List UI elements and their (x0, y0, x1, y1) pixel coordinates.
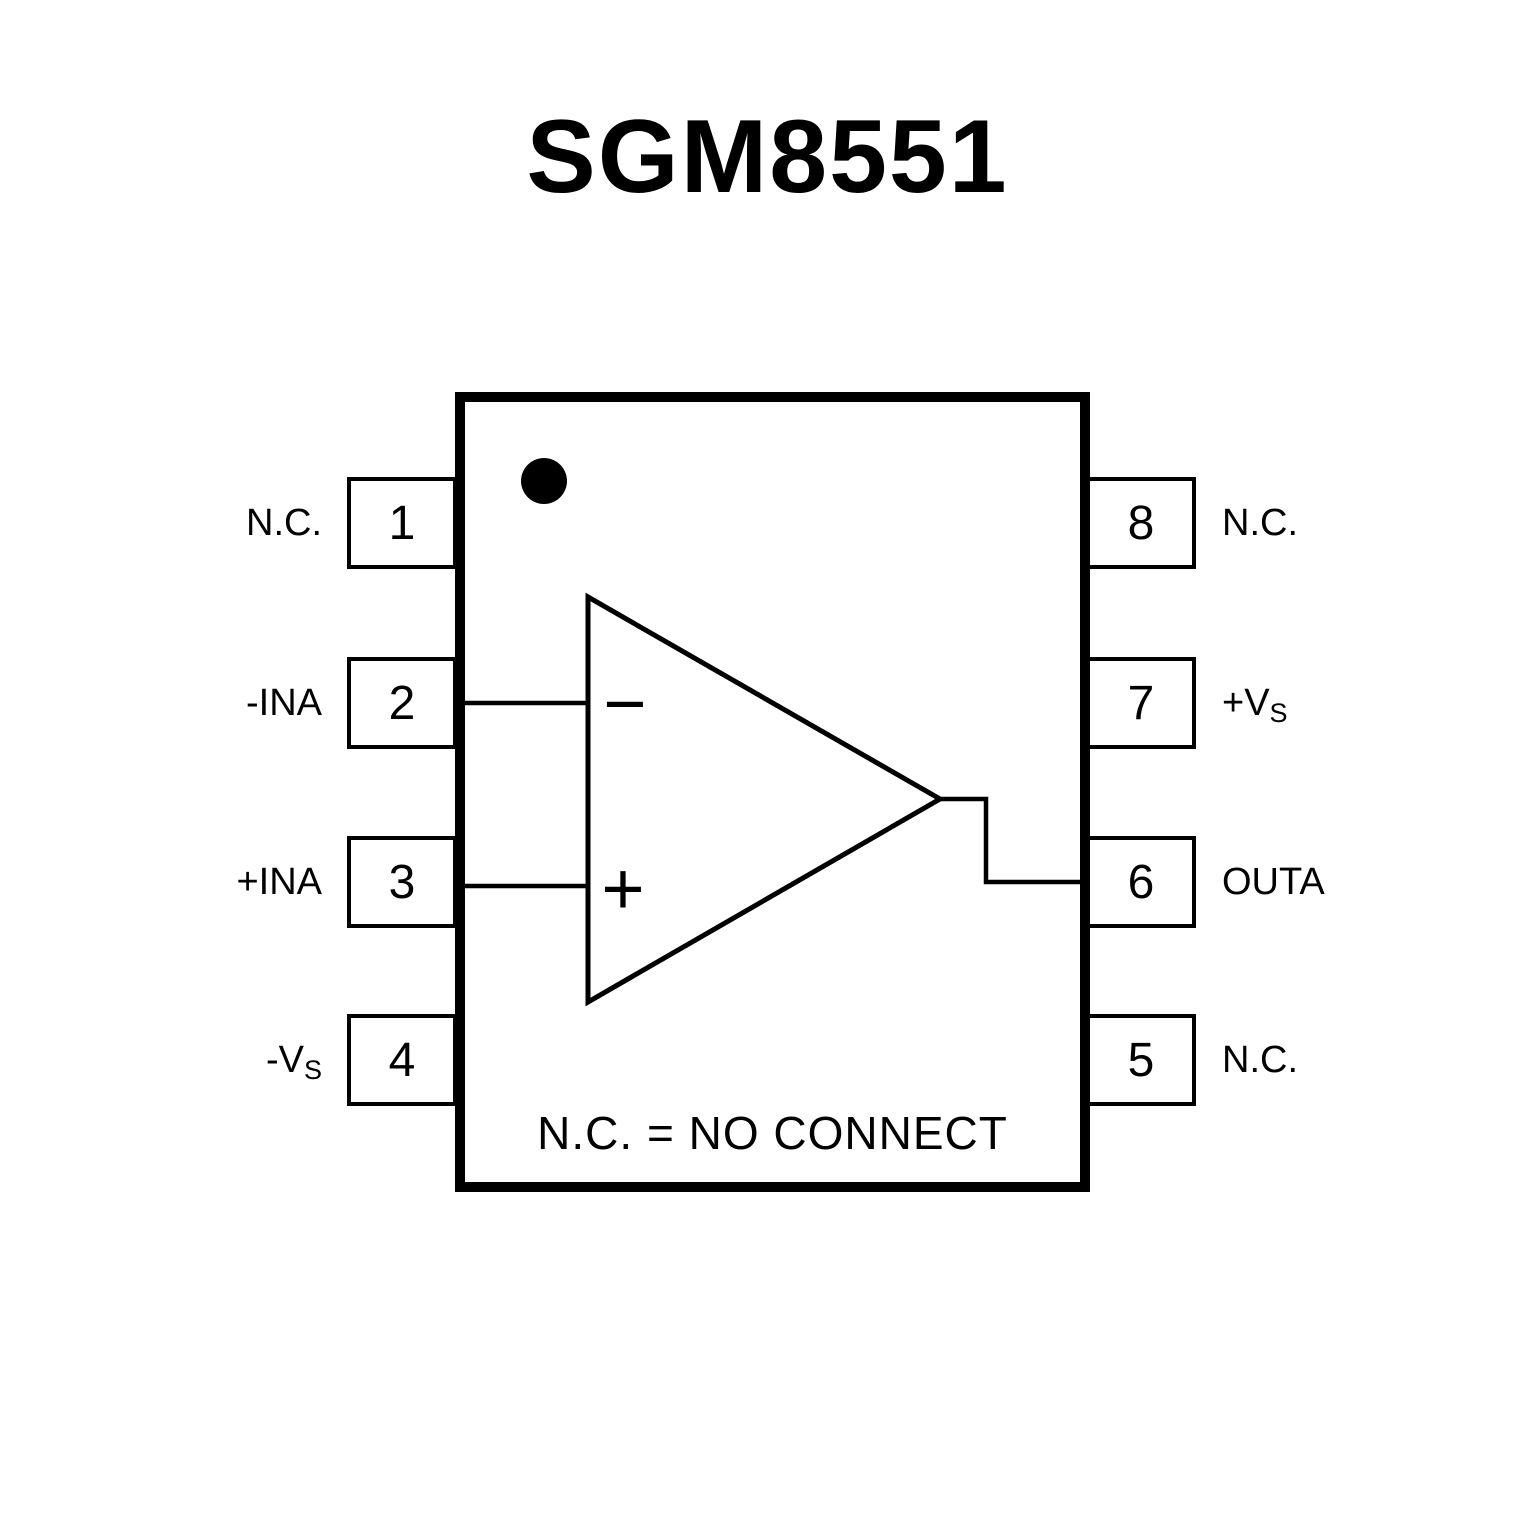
pin-label-2: -INA (60, 657, 322, 749)
pin-label-4-subscript: S (303, 1055, 322, 1085)
pin-box-6: 6 (1086, 836, 1196, 928)
pin-box-4: 4 (347, 1014, 457, 1106)
pin-number-4: 4 (388, 1033, 416, 1087)
pin-number-5: 5 (1127, 1033, 1155, 1087)
pin-label-3: +INA (60, 836, 322, 928)
pin-label-4-text: -V (265, 1039, 304, 1081)
pin-label-1-text: N.C. (246, 502, 322, 544)
pin-label-2-text: -INA (246, 682, 322, 724)
pin-label-7: +VS (1222, 657, 1512, 749)
pin-label-8-text: N.C. (1222, 502, 1298, 544)
pin-label-7-text: +V (1222, 682, 1270, 724)
pin-number-7: 7 (1127, 676, 1155, 730)
pin-number-3: 3 (388, 855, 416, 909)
page-title: SGM8551 (526, 99, 1009, 215)
opamp-triangle (585, 592, 946, 1007)
pin-box-2: 2 (347, 657, 457, 749)
pin-label-6: OUTA (1222, 836, 1512, 928)
pin-number-2: 2 (388, 676, 416, 730)
pin-label-7-subscript: S (1269, 698, 1288, 728)
pin-box-3: 3 (347, 836, 457, 928)
pin-label-5-text: N.C. (1222, 1039, 1298, 1081)
pin-label-6-text: OUTA (1222, 861, 1325, 903)
opamp-inverting-sign: − (603, 661, 647, 745)
pin1-indicator-dot (521, 458, 567, 504)
pin-label-5: N.C. (1222, 1014, 1512, 1106)
pin-label-3-text: +INA (236, 861, 322, 903)
pin-box-7: 7 (1086, 657, 1196, 749)
pin-label-4: -VS (60, 1014, 322, 1106)
pin-number-8: 8 (1127, 496, 1155, 550)
pin-number-6: 6 (1127, 855, 1155, 909)
pin-label-1: N.C. (60, 477, 322, 569)
pin-box-1: 1 (347, 477, 457, 569)
pin-box-8: 8 (1086, 477, 1196, 569)
no-connect-note: N.C. = NO CONNECT (537, 1107, 1008, 1159)
pin-number-1: 1 (388, 496, 416, 550)
wire-output (938, 796, 1090, 885)
pin-label-8: N.C. (1222, 477, 1512, 569)
pin-box-5: 5 (1086, 1014, 1196, 1106)
opamp-noninverting-sign: + (601, 846, 645, 930)
